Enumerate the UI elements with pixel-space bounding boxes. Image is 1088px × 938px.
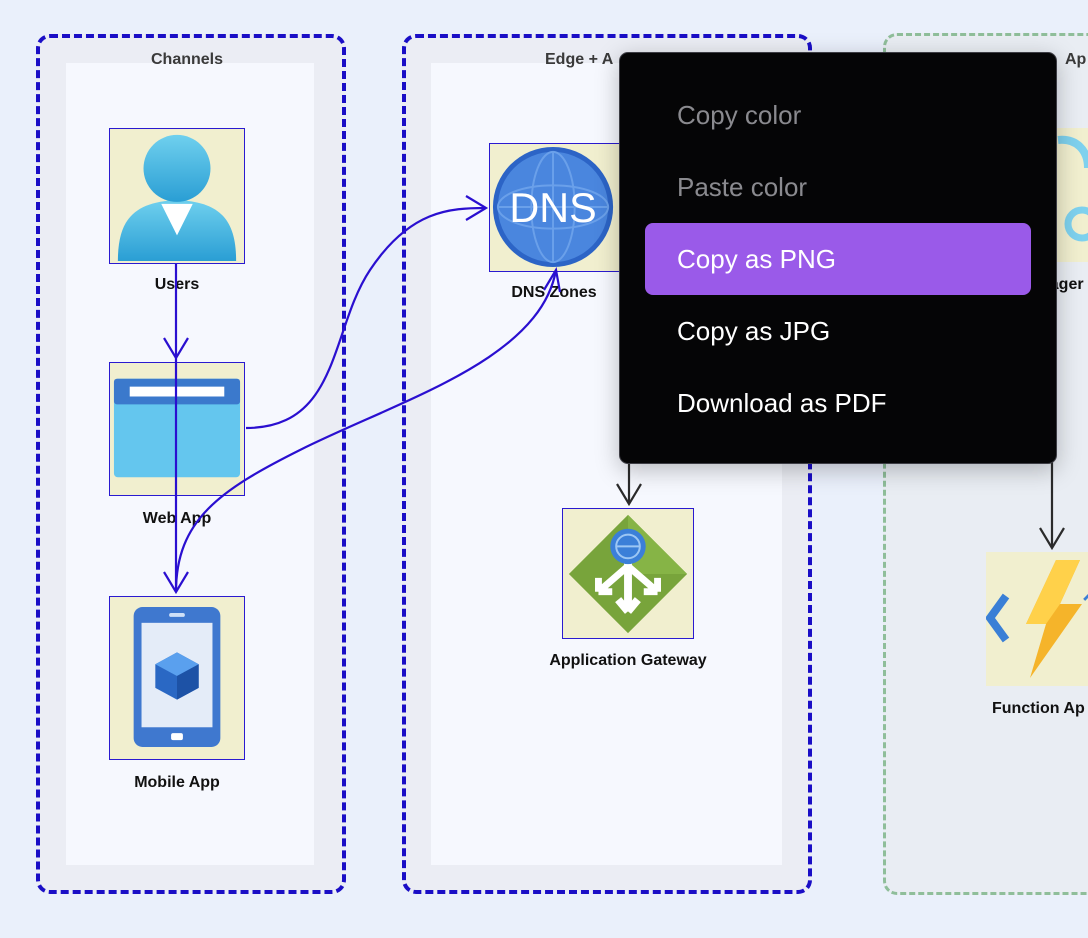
node-application-gateway[interactable] <box>562 508 694 639</box>
node-web-app-label: Web App <box>142 510 212 527</box>
context-menu: Copy color Paste color Copy as PNG Copy … <box>619 52 1057 464</box>
function-lightning-icon <box>986 560 1088 678</box>
dns-badge-text: DNS <box>509 185 596 231</box>
menu-item-download-as-pdf[interactable]: Download as PDF <box>677 388 887 418</box>
node-dns-zones[interactable]: DNS <box>489 143 620 272</box>
node-mobile-app-label: Mobile App <box>134 774 220 791</box>
node-web-app[interactable] <box>109 362 245 496</box>
group-app-title: Ap <box>1065 51 1087 68</box>
manager-icon <box>1057 135 1088 242</box>
menu-item-paste-color: Paste color <box>677 172 808 202</box>
group-edge-title: Edge + A <box>545 51 614 68</box>
node-dns-zones-label: DNS Zones <box>511 284 597 301</box>
menu-item-copy-as-jpg[interactable]: Copy as JPG <box>677 316 831 346</box>
user-icon <box>117 134 237 262</box>
node-function-app-label: Function Ap <box>992 700 1085 717</box>
dns-globe-icon: DNS <box>492 146 614 268</box>
group-channels-title: Channels <box>151 51 224 68</box>
application-gateway-icon <box>568 514 688 634</box>
node-users[interactable] <box>109 128 245 264</box>
menu-item-copy-as-png[interactable]: Copy as PNG <box>645 223 1031 295</box>
node-manager[interactable] <box>1052 128 1088 262</box>
mobile-phone-icon <box>133 607 221 747</box>
menu-item-copy-color: Copy color <box>677 100 802 130</box>
node-application-gateway-label: Application Gateway <box>549 652 707 669</box>
node-mobile-app[interactable] <box>109 596 245 760</box>
browser-window-icon <box>113 378 241 478</box>
node-users-label: Users <box>154 276 200 293</box>
node-function-app[interactable] <box>986 552 1088 686</box>
